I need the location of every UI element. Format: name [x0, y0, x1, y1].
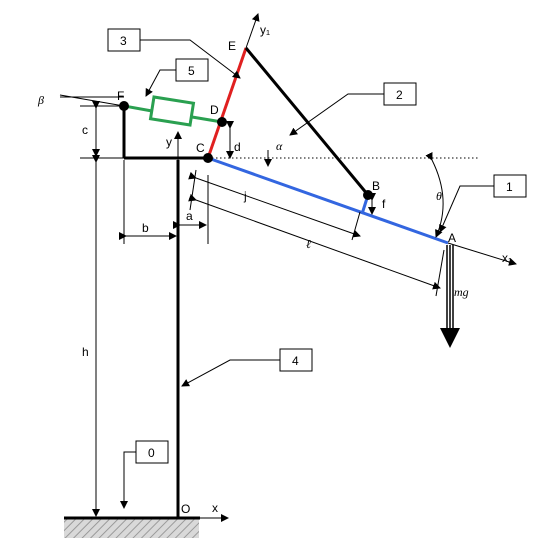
pointer-3 [140, 39, 241, 79]
label-axis-x: x [212, 501, 218, 515]
joint-C [203, 153, 213, 163]
dim-j [188, 171, 361, 238]
label-C: C [196, 141, 205, 155]
force-arrowhead [440, 328, 460, 348]
label-alpha: α [276, 139, 283, 153]
label-dim-j: j [243, 189, 247, 203]
label-F: F [117, 89, 124, 103]
label-A: A [448, 231, 456, 245]
part-box-2 [383, 82, 417, 106]
part-label-0: 0 [148, 446, 155, 460]
beta-spring-line [59, 94, 125, 107]
link-2 [244, 47, 370, 196]
part-label-3: 3 [120, 34, 127, 48]
joint-D [217, 117, 227, 127]
part-label-4: 4 [292, 354, 299, 368]
pointer-1 [439, 185, 494, 233]
part-box-3 [107, 28, 141, 52]
dim-l [188, 193, 441, 290]
label-axis-y1: y₁ [260, 23, 270, 37]
pointer-2 [289, 93, 384, 136]
label-dim-d: d [234, 140, 241, 154]
spring-rod-right [191, 115, 223, 124]
part-box-1 [493, 174, 527, 198]
ground-hatch [64, 518, 199, 538]
label-beta: β [37, 93, 44, 107]
theta-arc [425, 151, 444, 238]
label-dim-h: h [82, 345, 89, 359]
pointer-4 [181, 359, 280, 387]
label-dim-f: f [382, 197, 386, 211]
label-theta: θ [436, 189, 442, 203]
part-box-4 [279, 348, 313, 372]
label-dim-b: b [142, 221, 149, 235]
part-label-2: 2 [396, 88, 403, 102]
y1-axis [245, 13, 260, 49]
label-D: D [210, 103, 219, 117]
dim-l-ext [435, 249, 445, 297]
part-label-1: 1 [506, 180, 513, 194]
label-dim-a: a [186, 209, 193, 223]
part-box-0 [135, 440, 169, 464]
part-label-5: 5 [188, 64, 195, 78]
label-dim-l: ℓ [306, 237, 311, 251]
spring-cylinder [148, 95, 196, 127]
label-force-mg: mg⃗ [454, 285, 478, 299]
label-B: B [372, 179, 380, 193]
x1-axis [447, 242, 517, 266]
link-3-red [206, 47, 248, 159]
label-O: O [181, 502, 190, 516]
part-box-5 [175, 58, 209, 82]
label-E: E [228, 39, 236, 53]
label-dim-c: c [82, 123, 88, 137]
label-axis-x1: x₁ [502, 251, 512, 265]
dim-l-ext-left [189, 169, 197, 211]
label-axis-y: y [166, 135, 172, 149]
pointer-0 [120, 451, 136, 509]
pointer-5 [145, 69, 176, 97]
